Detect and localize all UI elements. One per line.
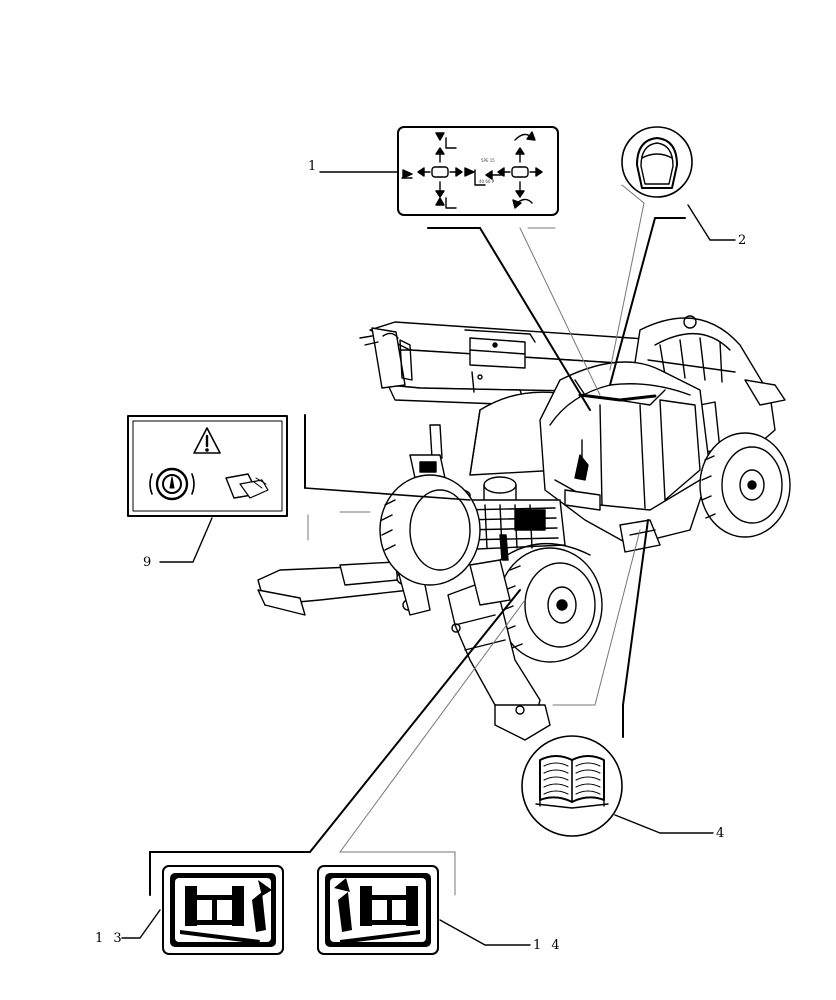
leader-lines <box>149 184 686 896</box>
callout-13-label: 1 3 <box>95 931 125 946</box>
crab-steering-icon <box>317 865 439 955</box>
pressure-gauge-icon <box>149 467 195 501</box>
helmet-icon <box>621 126 693 198</box>
warning-decal <box>127 415 288 517</box>
joystick-controls-icon: 5PE 15 40 60 P <box>397 126 559 216</box>
stabiliser-right <box>447 534 551 741</box>
rear-right-wheel <box>699 432 791 538</box>
front-right-wheel <box>497 542 603 663</box>
callout-2-label: 2 <box>738 233 749 248</box>
steering-mode-icon <box>162 865 284 955</box>
callout-14-label: 1 4 <box>533 938 563 953</box>
warning-triangle-icon <box>193 427 221 454</box>
callout-1-label: 1 <box>308 159 319 174</box>
decal-1-tiny-text-1: 5PE 15 <box>481 158 495 163</box>
callout-9-label: 9 <box>143 555 154 570</box>
manual-book-icon <box>521 735 623 837</box>
decal-1-tiny-text-2: 40 60 P <box>479 179 495 184</box>
front-left-wheel <box>379 474 481 586</box>
manual-hand-icon <box>225 473 269 499</box>
callouts: 1 2 4 9 1 3 1 4 <box>95 159 749 953</box>
operator-cab <box>539 361 711 553</box>
telehandler-machine <box>257 315 791 741</box>
callout-4-label: 4 <box>716 826 727 841</box>
